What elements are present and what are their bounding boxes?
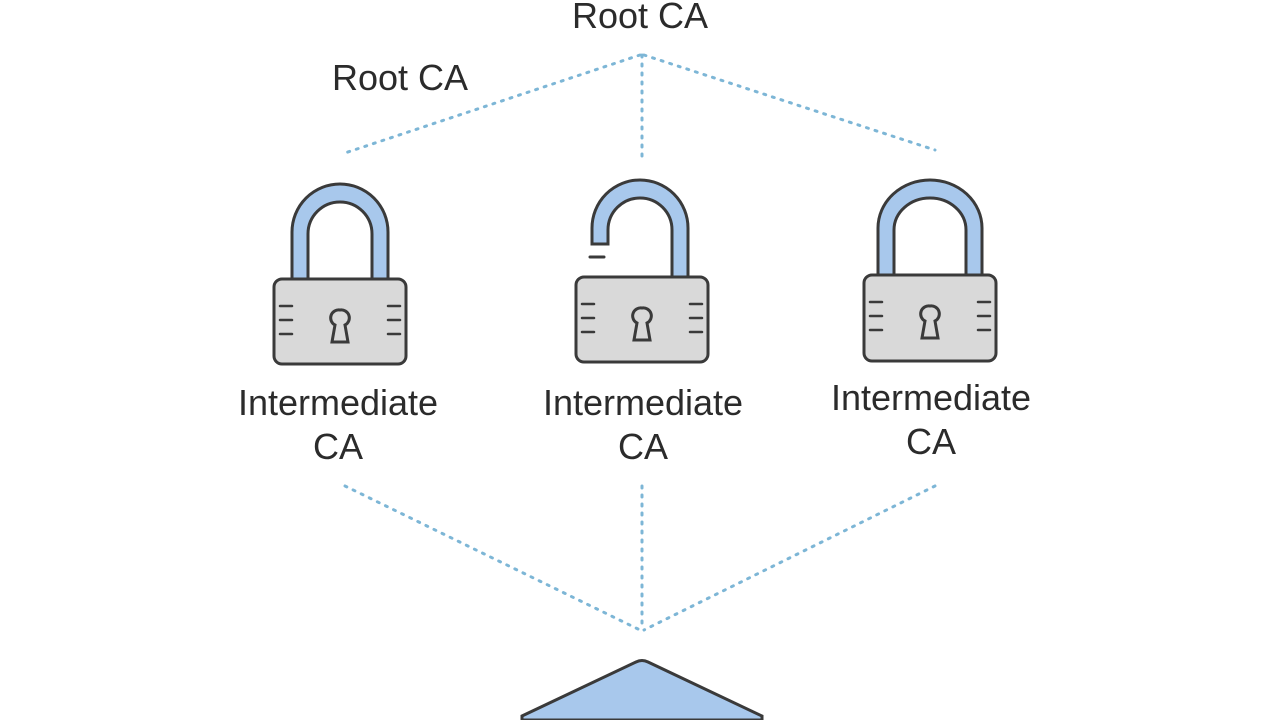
node-label-line2: CA [905, 421, 956, 462]
connector-root-left [343, 53, 642, 155]
connector-bottom-right [642, 484, 937, 632]
node-label-line1: Intermediate [237, 382, 439, 423]
intermediate-ca-label-1: Intermediate CA [188, 381, 488, 469]
padlock-icon [272, 182, 408, 366]
root-ca-label-left: Root CA [332, 57, 469, 98]
house-roof-icon [520, 659, 764, 720]
node-label-line2: CA [312, 426, 363, 467]
connector-bottom-left [343, 484, 642, 632]
connector-root-right [642, 53, 937, 152]
node-label-line1: Intermediate [830, 377, 1032, 418]
root-ca-label-top: Root CA [571, 0, 709, 36]
intermediate-ca-label-2: Intermediate CA [493, 381, 793, 469]
padlock-open-icon [574, 178, 710, 364]
node-label-line1: Intermediate [542, 382, 744, 423]
padlock-icon [862, 178, 998, 363]
node-label-line2: CA [617, 426, 668, 467]
connector-lines [343, 53, 937, 632]
intermediate-ca-label-3: Intermediate CA [781, 376, 1081, 464]
